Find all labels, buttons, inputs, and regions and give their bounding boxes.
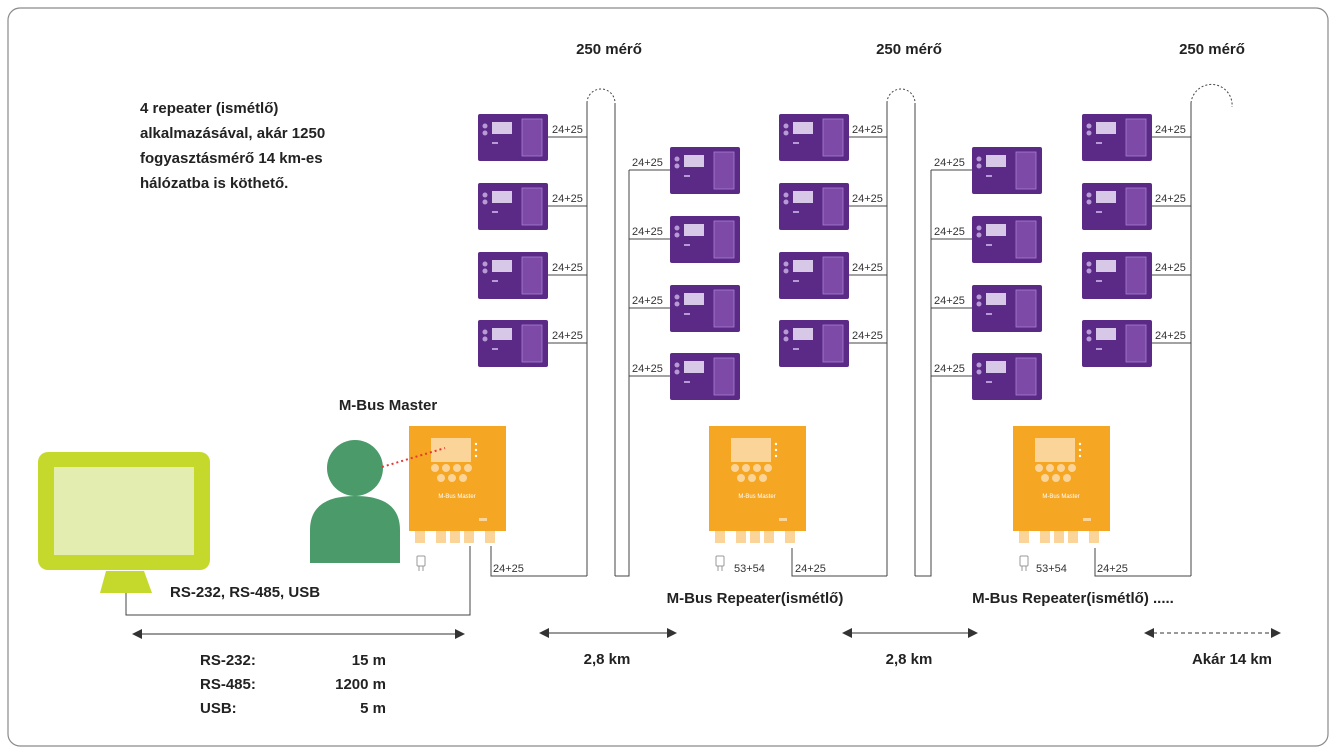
segment-distance-label-1: 2,8 km xyxy=(584,651,631,668)
power-plug-icon xyxy=(416,555,426,572)
terminal-label: 24+25 xyxy=(852,330,883,342)
cable-length: 1200 m xyxy=(335,676,386,693)
intro-text: 4 repeater (ismétlő) alkalmazásával, aká… xyxy=(140,100,325,192)
meter-device xyxy=(477,251,549,300)
meter-device xyxy=(1081,113,1153,162)
meter-device xyxy=(477,182,549,231)
meter-device xyxy=(778,251,850,300)
terminal-label: 24+25 xyxy=(1155,330,1186,342)
bus-loop-1 xyxy=(586,88,616,104)
terminal-label: 24+25 xyxy=(632,157,663,169)
meter-device xyxy=(1081,319,1153,368)
terminal-label: 24+25 xyxy=(1097,563,1128,575)
meter-count-heading-3: 250 mérő xyxy=(1179,41,1245,58)
terminal-label: 24+25 xyxy=(632,226,663,238)
meter-device xyxy=(1081,182,1153,231)
segment-distance-label-2: 2,8 km xyxy=(886,651,933,668)
m-bus-repeater-device-1 xyxy=(709,426,806,543)
computer-monitor-icon xyxy=(38,452,210,593)
meter-device xyxy=(778,182,850,231)
terminal-label: 24+25 xyxy=(934,363,965,375)
device-screen-text: M-Bus Master xyxy=(1042,494,1079,500)
master-label: M-Bus Master xyxy=(339,397,438,414)
intro-line: 4 repeater (ismétlő) xyxy=(140,100,278,117)
meter-device xyxy=(477,319,549,368)
intro-line: fogyasztásmérő 14 km-es xyxy=(140,150,323,167)
m-bus-master-device xyxy=(409,426,506,543)
frame xyxy=(7,7,1329,747)
terminal-label: 24+25 xyxy=(632,295,663,307)
bus-loop-3 xyxy=(1190,83,1233,108)
power-terminal-label: 53+54 xyxy=(734,563,765,575)
terminal-label: 24+25 xyxy=(934,157,965,169)
meter-device xyxy=(971,215,1043,264)
power-plug-icon xyxy=(715,555,725,572)
terminal-label: 24+25 xyxy=(934,295,965,307)
meter-device xyxy=(971,146,1043,195)
cable-type: RS-232: xyxy=(200,652,256,669)
terminal-label: 24+25 xyxy=(934,226,965,238)
terminal-label: 24+25 xyxy=(852,193,883,205)
interfaces-label: RS-232, RS-485, USB xyxy=(170,584,320,601)
total-distance-label: Akár 14 km xyxy=(1192,651,1272,668)
meter-device xyxy=(971,284,1043,333)
meter-device xyxy=(669,146,741,195)
repeater-label-2: M-Bus Repeater(ismétlő) ..... xyxy=(972,590,1174,607)
terminal-label: 24+25 xyxy=(1155,262,1186,274)
terminal-label: 24+25 xyxy=(852,124,883,136)
cable-type: USB: xyxy=(200,700,237,717)
terminal-label: 24+25 xyxy=(1155,193,1186,205)
repeater-label-1: M-Bus Repeater(ismétlő) xyxy=(667,590,844,607)
intro-line: hálózatba is köthető. xyxy=(140,175,288,192)
terminal-labels: 24+25 24+25 24+25 24+25 24+25 24+25 24+2… xyxy=(493,124,1186,575)
intro-line: alkalmazásával, akár 1250 xyxy=(140,125,325,142)
terminal-label: 24+25 xyxy=(552,193,583,205)
meter-device xyxy=(669,284,741,333)
cable-length: 5 m xyxy=(360,700,386,717)
terminal-label: 24+25 xyxy=(795,563,826,575)
power-terminal-label: 53+54 xyxy=(1036,563,1067,575)
meter-device xyxy=(971,352,1043,401)
cable-length-table: RS-232: 15 m RS-485: 1200 m USB: 5 m xyxy=(200,652,386,717)
terminal-label: 24+25 xyxy=(552,330,583,342)
bus-loop-2 xyxy=(886,88,916,104)
meter-device xyxy=(669,352,741,401)
terminal-label: 24+25 xyxy=(632,363,663,375)
meter-count-heading-2: 250 mérő xyxy=(876,41,942,58)
meter-count-heading-1: 250 mérő xyxy=(576,41,642,58)
terminal-label: 24+25 xyxy=(852,262,883,274)
terminal-label: 24+25 xyxy=(552,262,583,274)
meter-device xyxy=(669,215,741,264)
cable-type: RS-485: xyxy=(200,676,256,693)
device-screen-text: M-Bus Master xyxy=(738,494,775,500)
meter-device xyxy=(1081,251,1153,300)
meter-device xyxy=(477,113,549,162)
meter-device xyxy=(778,319,850,368)
cable-length: 15 m xyxy=(352,652,386,669)
serial-cable xyxy=(125,546,471,616)
power-plug-icon xyxy=(1019,555,1029,572)
device-screen-text: M-Bus Master xyxy=(438,494,475,500)
terminal-label: 24+25 xyxy=(552,124,583,136)
terminal-label: 24+25 xyxy=(1155,124,1186,136)
line-of-sight xyxy=(381,447,446,468)
terminal-label: 24+25 xyxy=(493,563,524,575)
user-person-icon xyxy=(310,440,400,563)
m-bus-repeater-device-2 xyxy=(1013,426,1110,543)
bus-wiring-1 xyxy=(490,103,1192,577)
meter-device xyxy=(778,113,850,162)
